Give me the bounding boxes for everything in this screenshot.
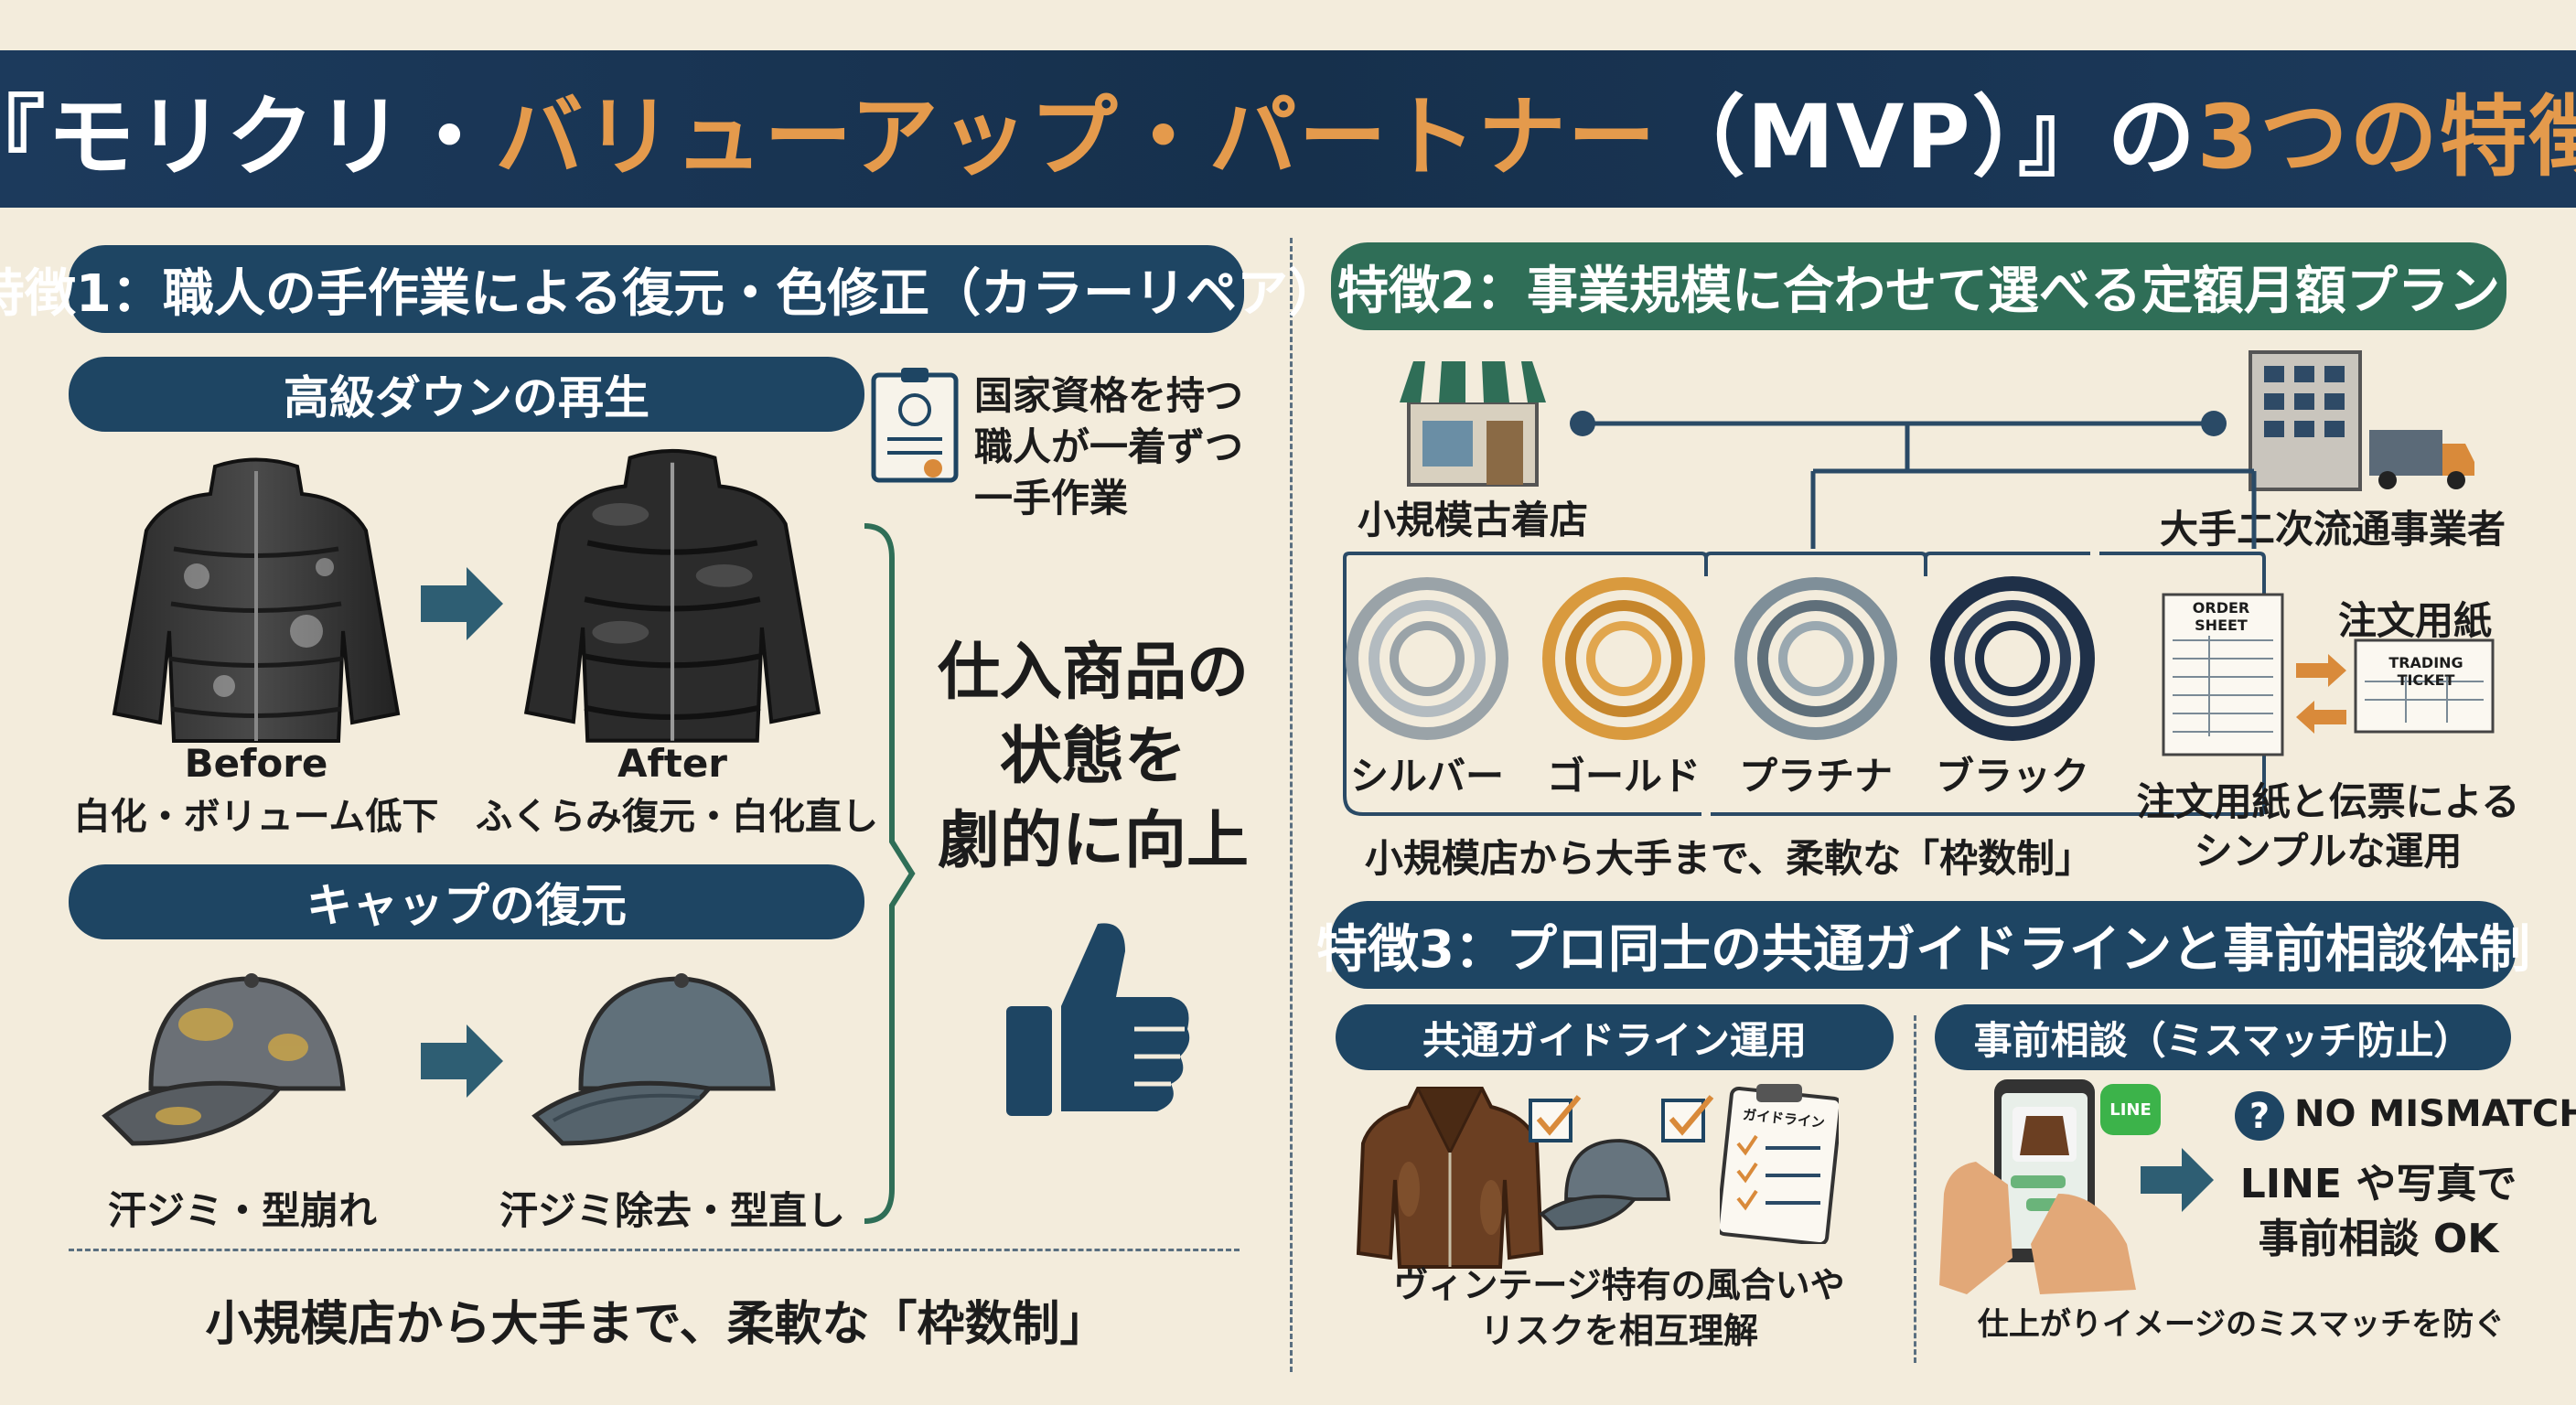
cap-after-icon [531,973,776,1146]
plan-connector [1343,411,2266,816]
title-bar: 『モリクリ・バリューアップ・パートナー（MVP）』の3つの特徴 [0,50,2576,208]
cap-before-icon [102,973,346,1146]
plan-caption: 小規模店から大手まで、柔軟な「枠数制」 [1364,836,2094,881]
operation-text: 注文用紙と伝票による シンプルな運用 [2122,778,2534,876]
title-part-1: 『モリクリ・ [0,85,496,188]
result-line: 仕入商品の [937,637,1249,709]
title-part-5: 3つの特徴 [2196,85,2576,188]
brace-icon [864,523,916,1224]
down-jacket-before-icon [112,457,401,743]
feature2-heading: 特徴2：事業規模に合わせて選べる定額月額プラン [1331,242,2506,330]
office-truck-icon [2249,350,2474,491]
certificate-text: 国家資格を持つ 職人が一着ずつ 一手作業 [974,370,1243,524]
column-separator [1290,238,1293,1372]
consult-caption: 仕上がりイメージのミスマッチを防ぐ [1977,1306,2506,1343]
before-label: Before [184,741,328,786]
cap-before-desc: 汗ジミ・型崩れ [107,1188,377,1233]
operation-line: シンプルな運用 [2194,829,2463,874]
feature3-heading: 特徴3：プロ同士の共通ガイドラインと事前相談体制 [1316,901,2530,989]
result-line: 状態を [999,721,1186,793]
consult-heading: 事前相談（ミスマッチ防止） [1935,1004,2511,1070]
before-desc: 白化・ボリューム低下 [73,796,439,838]
feature1-footer: 小規模店から大手まで、柔軟な「枠数制」 [205,1297,1108,1352]
leather-jacket-icon [1356,1087,1544,1269]
order-sheet-label: ORDER SHEET [2192,599,2250,634]
after-desc: ふくらみ復元・白化直し [476,796,878,838]
thumbs-up-icon [1006,923,1190,1116]
result-line: 劇的に向上 [937,805,1249,877]
guideline-heading: 共通ガイドライン運用 [1336,1004,1894,1070]
order-sheet-ticket-icon [2162,593,2495,756]
plan-name-gold: ゴールド [1546,754,1701,799]
no-mismatch-label: NO MISMATCH [2294,1093,2576,1135]
page-title: 『モリクリ・バリューアップ・パートナー（MVP）』の3つの特徴 [0,66,2576,193]
arrow-right-icon [421,567,503,640]
down-jacket-after-icon [523,448,821,743]
after-label: After [617,741,728,786]
guideline-caption-line: ヴィンテージ特有の風合いや [1393,1265,1845,1305]
title-part-4: の [2107,85,2197,188]
large-dealer-label: 大手二次流通事業者 [2159,507,2506,552]
gold-plan-icon [1542,577,1705,740]
feature3-separator [1914,1015,1916,1363]
guideline-clipboard-icon [1720,1084,1839,1244]
plan-name-black: ブラック [1935,754,2089,799]
guideline-caption-line: リスクを相互理解 [1479,1311,1758,1351]
cap-after-desc: 汗ジミ除去・型直し [499,1188,845,1233]
small-store-label: 小規模古着店 [1357,498,1588,542]
cap-icon [1539,1139,1671,1230]
line-consult-line: LINE や写真で [2239,1161,2517,1207]
title-part-3: （MVP）』 [1657,85,2108,188]
silver-plan-icon [1346,577,1508,740]
title-part-2: バリューアップ・パートナー [495,85,1658,188]
down-heading: 高級ダウンの再生 [69,357,864,432]
checkbox-checked-icon [1661,1095,1714,1142]
feature1-divider [69,1249,1240,1251]
plan-name-platinum: プラチナ [1738,754,1893,799]
checkbox-checked-icon [1529,1095,1582,1142]
platinum-plan-icon [1734,577,1897,740]
phone-hand-icon [1939,1079,2136,1294]
plan-name-silver: シルバー [1349,754,1504,799]
certificate-line: 職人が一着ずつ [974,424,1244,469]
result-text: 仕入商品の 状態を 劇的に向上 [924,631,1262,884]
line-badge: LINE [2100,1084,2161,1135]
order-form-label: 注文用紙 [2337,598,2492,643]
certificate-line: 国家資格を持つ [974,373,1244,418]
feature1-heading: 特徴1：職人の手作業による復元・色修正（カラーリペア） [0,245,1339,333]
operation-line: 注文用紙と伝票による [2136,779,2520,824]
certificate-line: 一手作業 [974,476,1129,520]
black-plan-icon [1930,576,2095,741]
certificate-icon [871,368,959,483]
store-icon [1400,361,1546,487]
guideline-caption: ヴィンテージ特有の風合いや リスクを相互理解 [1345,1262,1894,1354]
line-consult-text: LINE や写真で 事前相談 OK [2214,1157,2543,1267]
svg-text:?: ? [2249,1096,2270,1136]
line-consult-line: 事前相談 OK [2258,1216,2499,1262]
question-mark-icon: ? [2235,1091,2284,1141]
arrow-right-icon [2141,1148,2214,1212]
trading-ticket-label: TRADING TICKET [2388,654,2463,689]
cap-heading: キャップの復元 [69,864,864,939]
arrow-right-icon [421,1024,503,1098]
